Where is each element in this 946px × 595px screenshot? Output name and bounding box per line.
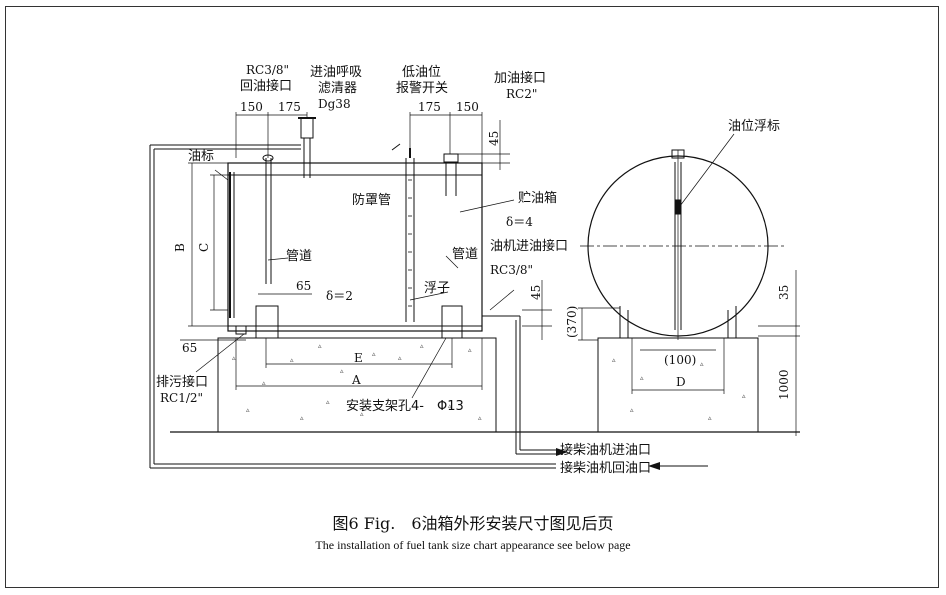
svg-text:▵: ▵ [372, 350, 376, 358]
svg-text:▵: ▵ [232, 354, 236, 362]
float-gauge-top [671, 149, 685, 159]
label-fill-2: RC2" [506, 87, 537, 101]
svg-text:▵: ▵ [318, 342, 322, 350]
dim-65-outer: 65 [182, 341, 197, 355]
label-float: 浮子 [424, 281, 450, 296]
label-rc38-side: RC3/8" [490, 263, 533, 277]
label-diesel-in: 接柴油机进油口 [560, 442, 651, 458]
label-drain-1: 排污接口 [156, 374, 208, 390]
dim-A: A [351, 373, 361, 387]
svg-text:▵: ▵ [700, 360, 704, 368]
alarm-switch-lead [391, 143, 401, 151]
label-shield-tube: 防罩管 [352, 192, 391, 208]
dim-175-right: 175 [418, 100, 441, 114]
label-pipe-left: 管道 [286, 249, 312, 264]
arrow-diesel-return [648, 462, 660, 470]
dim-45-top: 45 [487, 131, 501, 146]
label-tank: 贮油箱 [518, 190, 557, 206]
float-indicator [674, 199, 682, 215]
tank-body [227, 162, 483, 332]
svg-text:▵: ▵ [300, 414, 304, 422]
label-support-holes: 安装支架孔4- Φ13 [346, 399, 464, 414]
dim-E: E [354, 351, 363, 365]
svg-text:▵: ▵ [326, 398, 330, 406]
svg-text:▵: ▵ [398, 354, 402, 362]
label-breather-1: 进油呼吸 [310, 65, 362, 80]
figure-subtitle: The installation of fuel tank size chart… [315, 538, 631, 552]
label-thickness4: δ＝4 [506, 215, 533, 229]
figure-caption: 图6 Fig. 6油箱外形安装尺寸图见后页 [332, 514, 614, 533]
dim-B: B [173, 243, 187, 252]
svg-text:▵: ▵ [630, 406, 634, 414]
svg-text:▵: ▵ [262, 379, 266, 387]
label-breather-2: 滤清器 [318, 81, 357, 96]
label-low-level-2: 报警开关 [396, 80, 448, 96]
label-float-gauge: 油位浮标 [728, 119, 780, 134]
svg-text:▵: ▵ [246, 406, 250, 414]
dim-35: 35 [777, 285, 791, 300]
dim-150-left: 150 [240, 100, 263, 114]
dim-370: (370) [565, 306, 579, 338]
svg-text:▵: ▵ [708, 414, 712, 422]
support-left [255, 305, 279, 339]
svg-text:▵: ▵ [468, 346, 472, 354]
svg-text:▵: ▵ [360, 410, 364, 418]
fill-cap [443, 153, 459, 163]
dim-150-right: 150 [456, 100, 479, 114]
dim-65-inner: 65 [296, 279, 311, 293]
svg-text:▵: ▵ [290, 356, 294, 364]
label-engine-inlet: 油机进油接口 [490, 238, 568, 254]
label-thickness2: δ＝2 [326, 289, 353, 303]
label-oil-mark: 油标 [188, 149, 214, 164]
concrete-hatch: ▵ ▵ ▵ ▵ ▵ ▵ ▵ ▵ ▵ ▵ ▵ ▵ ▵ ▵ ▵ ▵ ▵ ▵ ▵ ▵ ▵ [232, 342, 746, 422]
breather-filter [300, 117, 314, 139]
svg-text:▵: ▵ [612, 356, 616, 364]
dim-100: (100) [664, 353, 696, 367]
svg-text:▵: ▵ [420, 342, 424, 350]
drain-fitting [235, 325, 247, 335]
dim-45-side: 45 [529, 285, 543, 300]
dim-D: D [676, 375, 686, 389]
label-low-level-1: 低油位 [402, 65, 441, 80]
label-return-port: 回油接口 [240, 78, 292, 94]
shield-tube-holes [408, 179, 412, 307]
svg-text:▵: ▵ [640, 374, 644, 382]
label-diesel-return: 接柴油机回油口 [560, 460, 651, 476]
arrow-diesel-in [556, 448, 568, 456]
label-pipe-right: 管道 [452, 247, 478, 262]
dim-C: C [197, 243, 211, 252]
label-fill-1: 加油接口 [494, 70, 546, 86]
dim-175-left: 175 [278, 100, 301, 114]
support-right [441, 305, 463, 339]
svg-text:▵: ▵ [742, 392, 746, 400]
dim-1000: 1000 [777, 369, 791, 400]
label-breather-3: Dg38 [318, 97, 351, 111]
svg-text:▵: ▵ [478, 414, 482, 422]
svg-text:▵: ▵ [340, 367, 344, 375]
svg-text:▵: ▵ [448, 402, 452, 410]
drawing-frame [5, 6, 939, 588]
left-foundation [217, 337, 497, 433]
label-rc38-return: RC3/8" [246, 63, 289, 77]
label-drain-2: RC1/2" [160, 391, 203, 405]
